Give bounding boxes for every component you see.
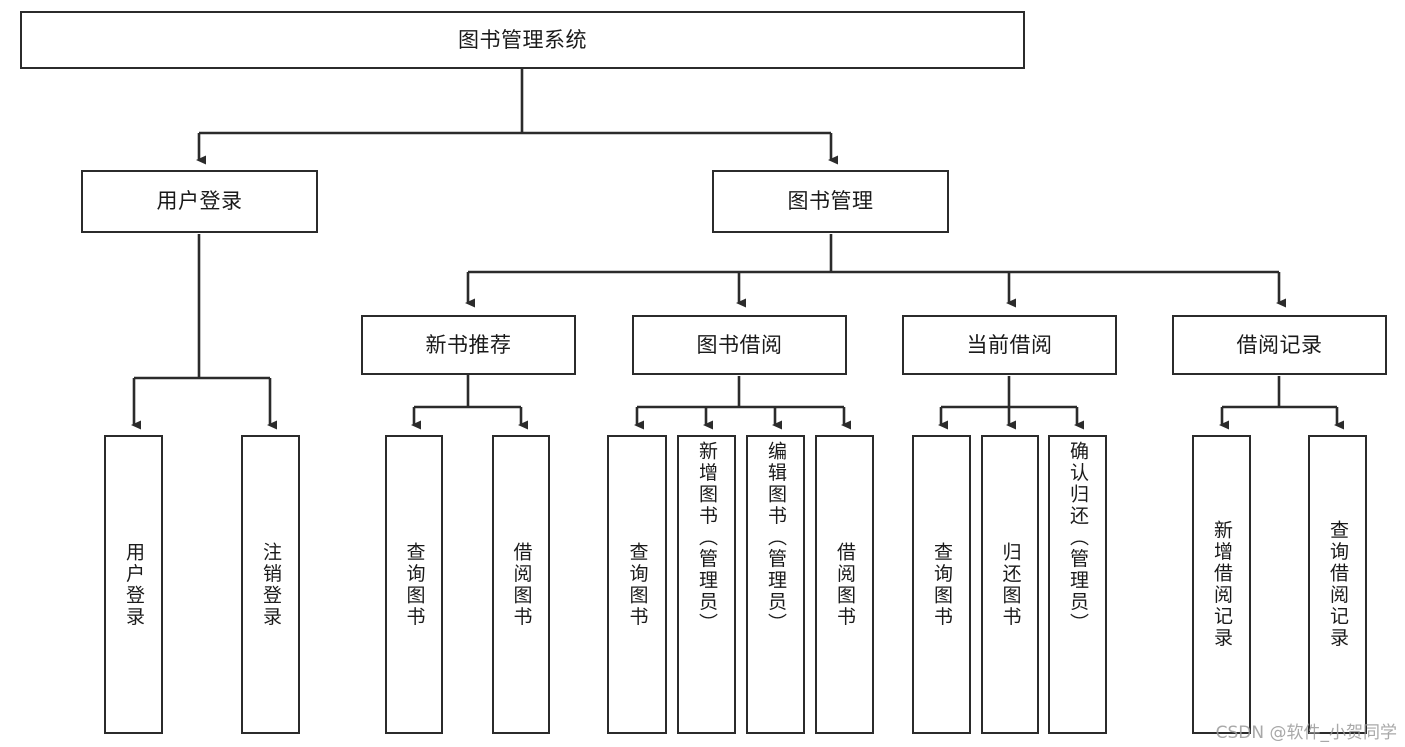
- node-label: 编辑图书（管理员）: [765, 441, 787, 635]
- node-label: 新书推荐: [425, 332, 512, 357]
- node-leaf-add-record[interactable]: 新增借阅记录: [1192, 435, 1251, 734]
- node-borrow-record[interactable]: 借阅记录: [1172, 315, 1387, 375]
- node-leaf-logout-login[interactable]: 注销登录: [241, 435, 300, 734]
- node-label: 新增借阅记录: [1211, 520, 1233, 649]
- node-leaf-return-book[interactable]: 归还图书: [981, 435, 1039, 734]
- node-new-book-recommend[interactable]: 新书推荐: [361, 315, 576, 375]
- node-label: 借阅图书: [834, 541, 856, 628]
- node-label: 查询图书: [931, 541, 953, 628]
- node-label: 查询图书: [626, 541, 649, 628]
- node-leaf-add-book[interactable]: 新增图书（管理员）: [677, 435, 736, 734]
- node-current-borrow[interactable]: 当前借阅: [902, 315, 1117, 375]
- node-user-login[interactable]: 用户登录: [81, 170, 318, 233]
- node-book-borrow[interactable]: 图书借阅: [632, 315, 847, 375]
- node-leaf-confirm-return[interactable]: 确认归还（管理员）: [1048, 435, 1107, 734]
- node-label: 归还图书: [999, 541, 1022, 628]
- node-label: 图书借阅: [696, 332, 783, 357]
- node-leaf-borrow-book-1[interactable]: 借阅图书: [492, 435, 550, 734]
- node-book-management[interactable]: 图书管理: [712, 170, 949, 233]
- node-label: 图书管理: [787, 189, 874, 214]
- node-leaf-query-record[interactable]: 查询借阅记录: [1308, 435, 1367, 734]
- node-leaf-query-book-2[interactable]: 查询图书: [607, 435, 667, 734]
- node-label: 借阅记录: [1236, 332, 1323, 357]
- node-label: 当前借阅: [966, 332, 1053, 357]
- node-root-system[interactable]: 图书管理系统: [20, 11, 1025, 69]
- node-label: 新增图书（管理员）: [696, 441, 718, 635]
- node-label: 确认归还（管理员）: [1067, 441, 1089, 635]
- node-label: 借阅图书: [510, 541, 533, 628]
- node-label: 查询借阅记录: [1327, 520, 1349, 649]
- node-leaf-user-login[interactable]: 用户登录: [104, 435, 163, 734]
- node-leaf-query-book-3[interactable]: 查询图书: [912, 435, 971, 734]
- node-label: 用户登录: [123, 541, 145, 628]
- node-label: 注销登录: [260, 541, 282, 628]
- node-leaf-query-book-1[interactable]: 查询图书: [385, 435, 443, 734]
- node-label: 图书管理系统: [458, 27, 587, 52]
- node-leaf-edit-book[interactable]: 编辑图书（管理员）: [746, 435, 805, 734]
- node-label: 查询图书: [403, 541, 426, 628]
- node-leaf-borrow-book-2[interactable]: 借阅图书: [815, 435, 874, 734]
- csdn-watermark: CSDN @软件_小贺同学: [1215, 723, 1397, 743]
- node-label: 用户登录: [156, 189, 243, 214]
